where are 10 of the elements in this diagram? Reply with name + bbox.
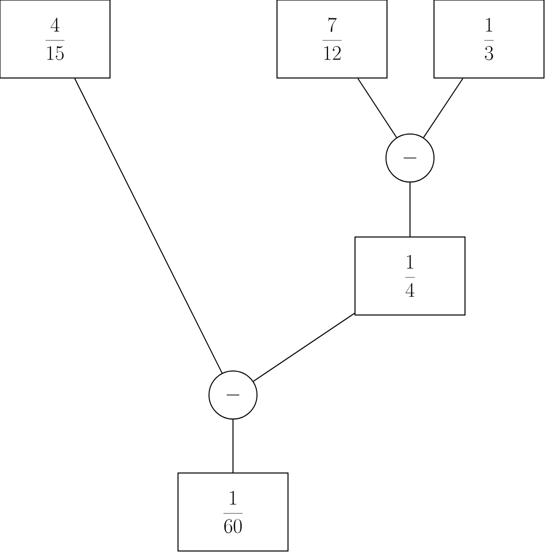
connector-line (423, 78, 464, 138)
fraction-box: $\frac{4}{15}$ (0, 0, 110, 78)
connector-line (74, 78, 223, 374)
connector-line (357, 78, 398, 138)
fraction-box: $\frac{7}{12}$ (276, 0, 388, 78)
connector-line (232, 419, 234, 473)
fraction-box: $\frac{1}{60}$ (178, 472, 288, 552)
fraction-box: $\frac{1}{3}$ (434, 0, 544, 78)
connector-line (252, 312, 355, 382)
fraction-box: $\frac{1}{4}$ (354, 236, 466, 316)
